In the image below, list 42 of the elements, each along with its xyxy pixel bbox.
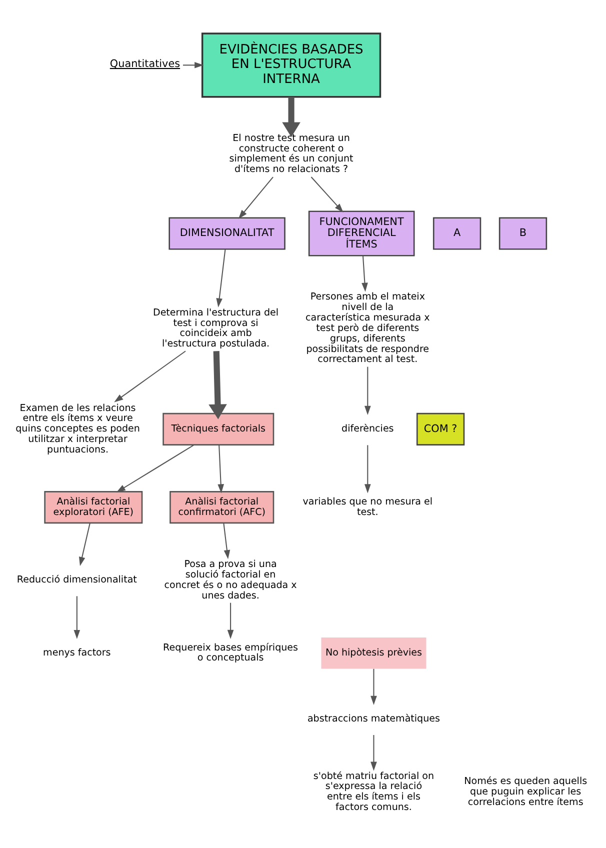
node-text: menys factors xyxy=(43,648,111,659)
node-text: Persones amb el mateix nivell de la característica mesurada x test però de diferents grups, diferents possibilitats de respondre correctament al test. xyxy=(306,292,430,366)
arrow xyxy=(227,602,234,639)
arrow xyxy=(370,668,377,705)
arrow xyxy=(223,523,230,560)
arrow xyxy=(78,523,90,566)
node-box: Anàlisi factorial confirmatori (AFC) xyxy=(170,491,274,524)
node-text: Examen de les relacions entre els ítems x veure quins conceptes es poden utilitzar x interpretar puntuacions. xyxy=(16,402,140,456)
node-box: No hipòtesis prèvies xyxy=(321,638,426,669)
arrow xyxy=(218,445,224,494)
node-box: B xyxy=(498,217,548,250)
arrow xyxy=(183,62,204,68)
node-text: s'obté matriu factorial on s'expressa la relació entre els ítems i els factors comuns. xyxy=(313,770,434,814)
node-text: variables que no mesura el test. xyxy=(302,496,433,518)
node-text: diferències xyxy=(342,424,394,435)
arrow xyxy=(310,176,344,212)
node-text: Posa a prova si una solució factorial en concret és o no adequada x unes dades. xyxy=(164,559,297,602)
node-box: Anàlisi factorial exploratori (AFE) xyxy=(44,491,143,524)
arrow xyxy=(114,350,186,402)
node-box: COM ? xyxy=(416,412,465,446)
node-box: A xyxy=(432,217,482,250)
node-box: DIMENSIONALITAT xyxy=(168,217,286,250)
arrow xyxy=(216,249,226,308)
label: Només es queden aquells que puguin explicar les correlacions entre ítems xyxy=(464,776,588,808)
node-text: Requereix bases empíriques o conceptuals xyxy=(163,642,298,664)
node-box: EVIDÈNCIES BASADES EN L'ESTRUCTURA INTERNA xyxy=(201,32,382,98)
arrow xyxy=(116,444,194,492)
node-text: Quantitatives xyxy=(110,58,180,70)
node-text: Reducció dimensionalitat xyxy=(16,574,137,586)
arrow xyxy=(282,97,300,138)
node-box: Tècniques factorials xyxy=(162,412,274,446)
node-text: Determina l'estructura del test i comprova si coincideix amb l'estructura postulada. xyxy=(152,307,279,350)
arrow xyxy=(74,596,80,639)
arrow xyxy=(370,735,377,771)
arrow xyxy=(364,445,371,494)
node-text: El nostre test mesura un constructe coherent o simplement és un conjunt d'ítems no relacionats ? xyxy=(229,132,354,176)
arrow xyxy=(238,176,274,219)
arrow xyxy=(362,256,368,292)
node-text: abstraccions matemàtiques xyxy=(307,713,440,724)
node-box: FUNCIONAMENT DIFERENCIAL ÍTEMS xyxy=(308,210,415,256)
arrow xyxy=(208,351,227,420)
arrow xyxy=(364,366,371,415)
